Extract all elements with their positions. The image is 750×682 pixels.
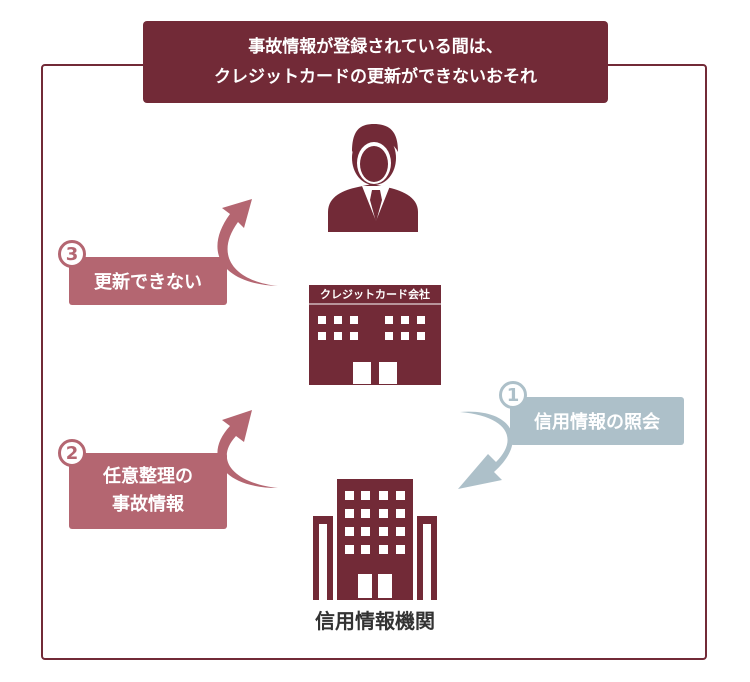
step2-label-box: 任意整理の 事故情報	[69, 453, 227, 529]
title-line-2: クレジットカードの更新ができないおそれ	[214, 67, 537, 87]
agency-building-icon	[313, 479, 437, 600]
company-sign: クレジットカード会社	[320, 288, 430, 301]
step1-label-box: 信用情報の照会	[510, 397, 684, 445]
step3-label: 更新できない	[94, 272, 202, 293]
step2-badge: 2	[58, 439, 86, 467]
step2-label-line1: 任意整理の	[103, 466, 193, 487]
person-icon	[328, 124, 418, 232]
step3-label-box: 更新できない	[69, 257, 227, 305]
step2-arrow	[217, 410, 278, 488]
step1-badge: 1	[499, 381, 527, 409]
step2-label-line2: 事故情報	[112, 494, 184, 515]
title-line-1: 事故情報が登録されている間は、	[248, 37, 503, 57]
agency-label: 信用情報機関	[315, 609, 435, 633]
step3-arrow	[217, 199, 278, 286]
step3-badge: 3	[58, 240, 86, 268]
step1-arrow	[458, 411, 513, 489]
step1-label: 信用情報の照会	[534, 412, 660, 433]
title-banner: 事故情報が登録されている間は、 クレジットカードの更新ができないおそれ	[143, 21, 608, 103]
company-building-icon	[309, 285, 441, 385]
